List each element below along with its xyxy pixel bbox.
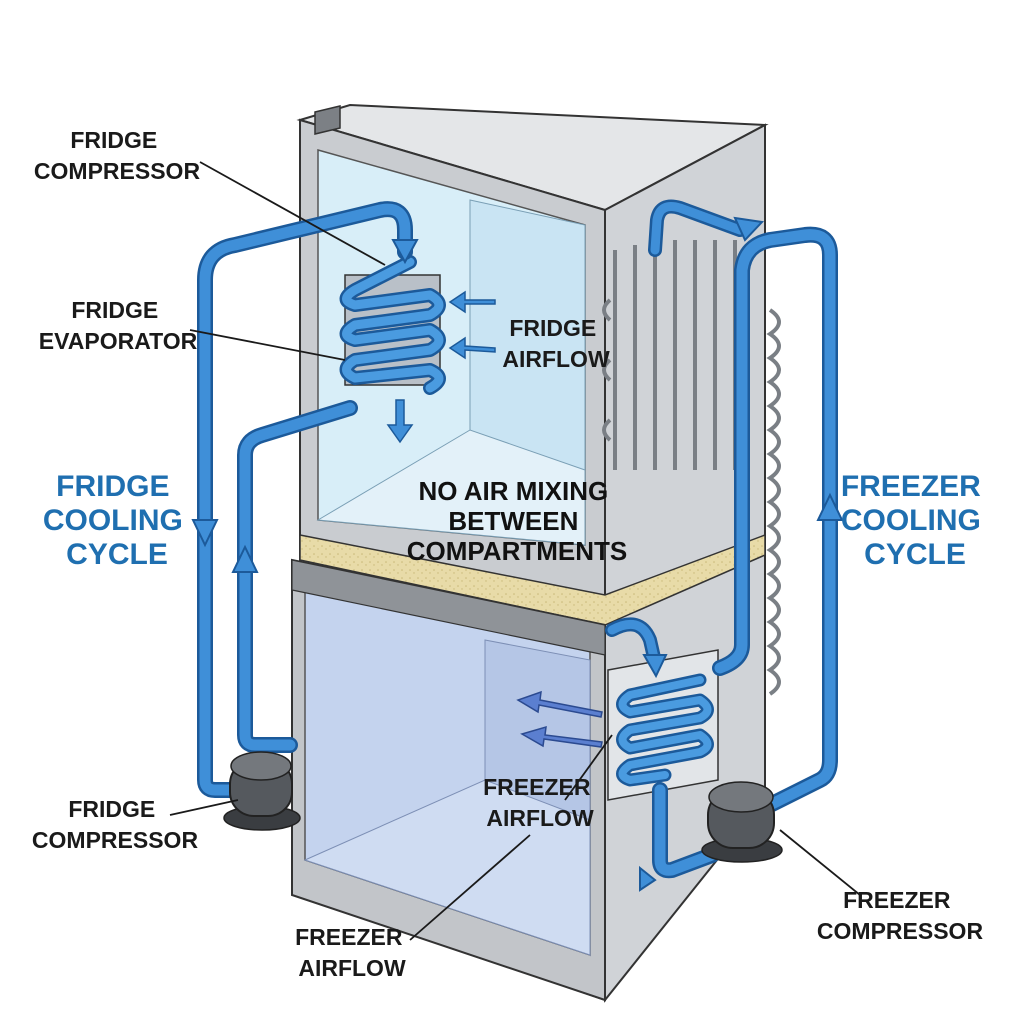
leader-freezer-compressor bbox=[779, 829, 861, 896]
freezer-cycle-arrows bbox=[639, 216, 844, 892]
label-fridge-evaporator: FRIDGE EVAPORATOR bbox=[39, 297, 198, 354]
freezer-pipe-top bbox=[650, 202, 745, 255]
hinge-block bbox=[314, 105, 341, 135]
label-bottom-fridge-compressor: FRIDGE COMPRESSOR bbox=[32, 796, 199, 853]
leader-lines bbox=[169, 161, 861, 941]
freezer-compressor-unit bbox=[701, 781, 783, 863]
fridge-airflow-down-arrow bbox=[386, 399, 414, 444]
label-freezer-airflow-side: FREEZER AIRFLOW bbox=[483, 774, 597, 831]
fridge-cycle-arrows bbox=[191, 239, 419, 573]
labels: FRIDGE COMPRESSOR FRIDGE EVAPORATOR FRID… bbox=[32, 127, 989, 981]
freezer-top-arrow bbox=[733, 216, 765, 242]
freezer-airflow-arrow-2 bbox=[520, 725, 603, 748]
freezer-pipe-out bbox=[654, 784, 718, 876]
fridge-evap-in-arrow bbox=[391, 239, 419, 265]
fridge-compartment bbox=[316, 149, 586, 547]
fridge-pipe-return bbox=[199, 203, 411, 796]
freezer-pipe-evap-in bbox=[607, 619, 660, 667]
leader-bottom-fridge-compressor bbox=[169, 799, 239, 816]
label-fridge-airflow: FRIDGE AIRFLOW bbox=[502, 315, 610, 372]
freezer-pipe-loop bbox=[714, 229, 836, 811]
fridge-evaporator bbox=[339, 255, 446, 395]
fridge-cycle-pipes bbox=[197, 201, 413, 798]
leader-freezer-airflow-side bbox=[564, 734, 613, 801]
fridge-compressor-top bbox=[230, 751, 292, 781]
fridge-airflow-arrows bbox=[386, 290, 496, 444]
insulation-divider bbox=[299, 533, 766, 626]
freezer-compartment bbox=[291, 558, 606, 1002]
leader-fridge-evaporator bbox=[189, 329, 346, 361]
label-no-air-mixing: NO AIR MIXING BETWEEN COMPARTMENTS bbox=[407, 476, 628, 566]
fridge-airflow-arrow-1 bbox=[448, 290, 496, 314]
freezer-cycle-up-arrow bbox=[816, 492, 844, 521]
label-top-compressor: FRIDGE COMPRESSOR bbox=[34, 127, 201, 184]
label-freezer-compressor: FREEZER COMPRESSOR bbox=[817, 887, 984, 944]
fridge-floor bbox=[316, 429, 586, 546]
fridge-pipe-supply bbox=[239, 402, 356, 751]
freezer-evaporator bbox=[607, 649, 719, 801]
freezer-out-arrow bbox=[639, 865, 657, 892]
freezer-top-band bbox=[291, 559, 606, 656]
leader-top-compressor bbox=[199, 161, 386, 266]
label-fridge-cooling-cycle: FRIDGE COOLING CYCLE bbox=[43, 470, 191, 571]
freezer-compressor-top bbox=[708, 781, 774, 813]
freezer-airflow-arrows bbox=[516, 690, 603, 748]
fridge-cycle-up-arrow bbox=[231, 544, 259, 573]
label-freezer-airflow-bottom: FREEZER AIRFLOW bbox=[295, 924, 409, 981]
condenser-coils bbox=[602, 240, 781, 696]
fridge-compressor-unit bbox=[223, 751, 301, 831]
freezer-cycle-pipes bbox=[605, 199, 838, 879]
freezer-airflow-arrow-1 bbox=[516, 690, 603, 718]
leader-freezer-airflow-bottom bbox=[409, 834, 531, 941]
freezer-floor bbox=[303, 779, 591, 956]
fridge-airflow-arrow-2 bbox=[448, 336, 496, 360]
label-freezer-cooling-cycle: FREEZER COOLING CYCLE bbox=[841, 470, 989, 571]
freezer-evap-in-arrow bbox=[642, 654, 668, 679]
fridge-cycle-down-arrow bbox=[191, 519, 219, 548]
